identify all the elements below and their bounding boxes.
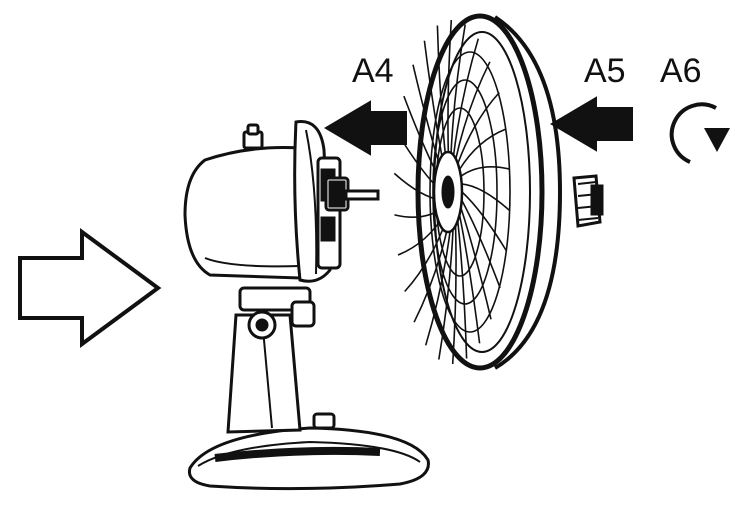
- grille-spoke: [413, 223, 450, 323]
- grille-spoke: [460, 166, 510, 177]
- motor-housing: [183, 120, 380, 283]
- grille-spoke: [447, 19, 453, 161]
- push-arrow-a4-icon: [324, 100, 407, 156]
- rotation-clockwise-icon: [669, 102, 730, 164]
- grille-spoke: [438, 225, 454, 360]
- label-a5: A5: [584, 52, 626, 90]
- grille-spoke: [456, 219, 468, 359]
- grille-spoke: [461, 183, 511, 212]
- grille-spoke: [461, 191, 508, 252]
- fan-base: [187, 286, 430, 491]
- front-guard: [393, 13, 563, 371]
- outline-arrow-right-icon: [18, 228, 162, 348]
- grille-spoke: [454, 61, 491, 161]
- spinner-nut: [572, 174, 604, 228]
- grille-spoke: [458, 214, 481, 344]
- grille-spoke: [460, 199, 501, 289]
- grille-spoke: [451, 223, 457, 365]
- label-a6: A6: [660, 52, 702, 90]
- label-a4: A4: [352, 52, 394, 90]
- grille-spoke: [450, 24, 466, 159]
- grille-spoke: [452, 38, 480, 159]
- grille-spoke: [424, 225, 452, 346]
- push-arrow-a5-icon: [550, 96, 633, 152]
- grille-spoke: [456, 91, 500, 165]
- grille-spoke: [436, 25, 448, 165]
- grille-spoke: [458, 128, 507, 170]
- grille-spoke: [460, 207, 492, 320]
